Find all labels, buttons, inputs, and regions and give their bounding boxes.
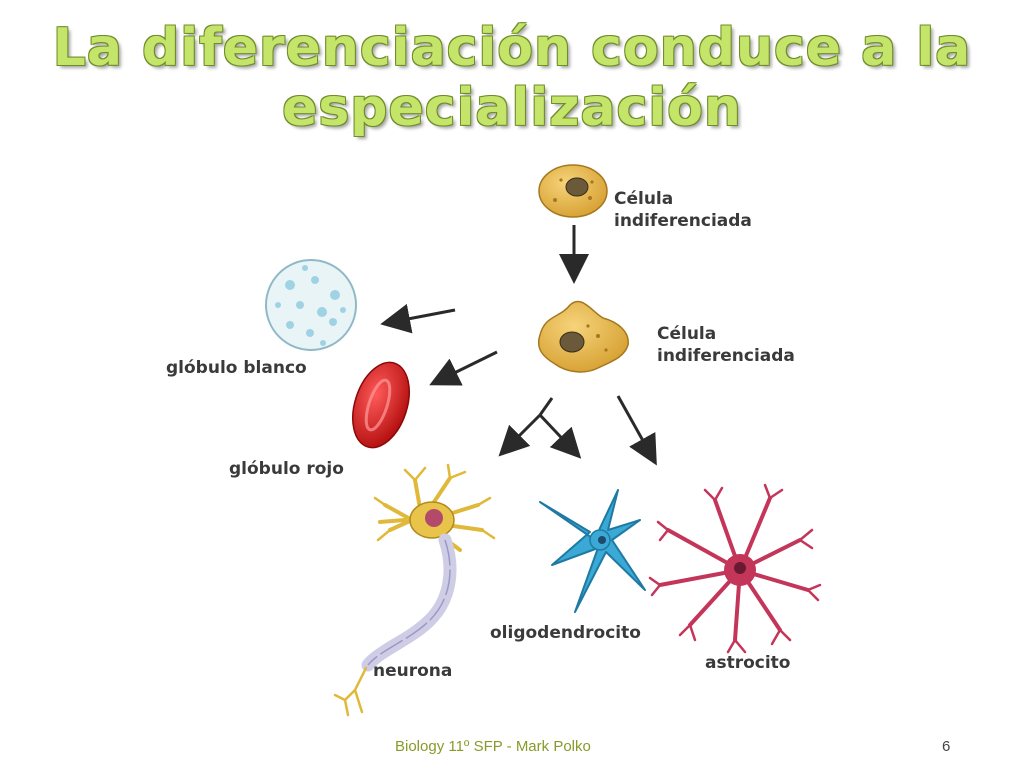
label-undifferentiated-middle-line1: Célula <box>657 324 717 344</box>
arrow-to-neuron <box>498 413 542 457</box>
footer-text: Biology 11º SFP - Mark Polko <box>395 738 591 755</box>
slide-title: La diferenciación conduce a la especiali… <box>0 18 1024 138</box>
label-astrocyte: astrocito <box>705 653 791 673</box>
neuron-cell <box>333 463 496 717</box>
arrow-to-oligodendrocyte <box>538 413 582 459</box>
arrow-to-red-cell <box>429 350 498 386</box>
label-undifferentiated-top: Célula indiferenciada <box>614 188 752 232</box>
label-undifferentiated-top-line1: Célula <box>614 189 674 209</box>
white-blood-cell <box>265 259 357 351</box>
oligodendrocyte-cell <box>539 489 646 613</box>
red-blood-cell <box>352 361 410 449</box>
undifferentiated-cell-middle <box>538 300 629 373</box>
page-number: 6 <box>942 738 951 755</box>
title-line-2: especialización <box>282 78 742 138</box>
arrow-to-astrocyte <box>616 395 657 466</box>
arrow-branch-stem <box>538 397 554 416</box>
label-neuron: neurona <box>373 661 453 681</box>
astrocyte-cell <box>648 483 822 654</box>
label-red-blood-cell: glóbulo rojo <box>229 459 344 479</box>
undifferentiated-cell-top <box>538 164 608 218</box>
label-oligodendrocyte: oligodendrocito <box>490 623 641 643</box>
arrow-to-white-cell <box>380 303 456 334</box>
label-undifferentiated-middle-line2: indiferenciada <box>657 346 795 366</box>
slide-footer: Biology 11º SFP - Mark Polko 6 <box>0 738 1024 760</box>
label-white-blood-cell: glóbulo blanco <box>166 358 307 378</box>
title-line-1: La diferenciación conduce a la <box>52 18 972 78</box>
label-undifferentiated-top-line2: indiferenciada <box>614 211 752 231</box>
label-undifferentiated-middle: Célula indiferenciada <box>657 323 795 367</box>
